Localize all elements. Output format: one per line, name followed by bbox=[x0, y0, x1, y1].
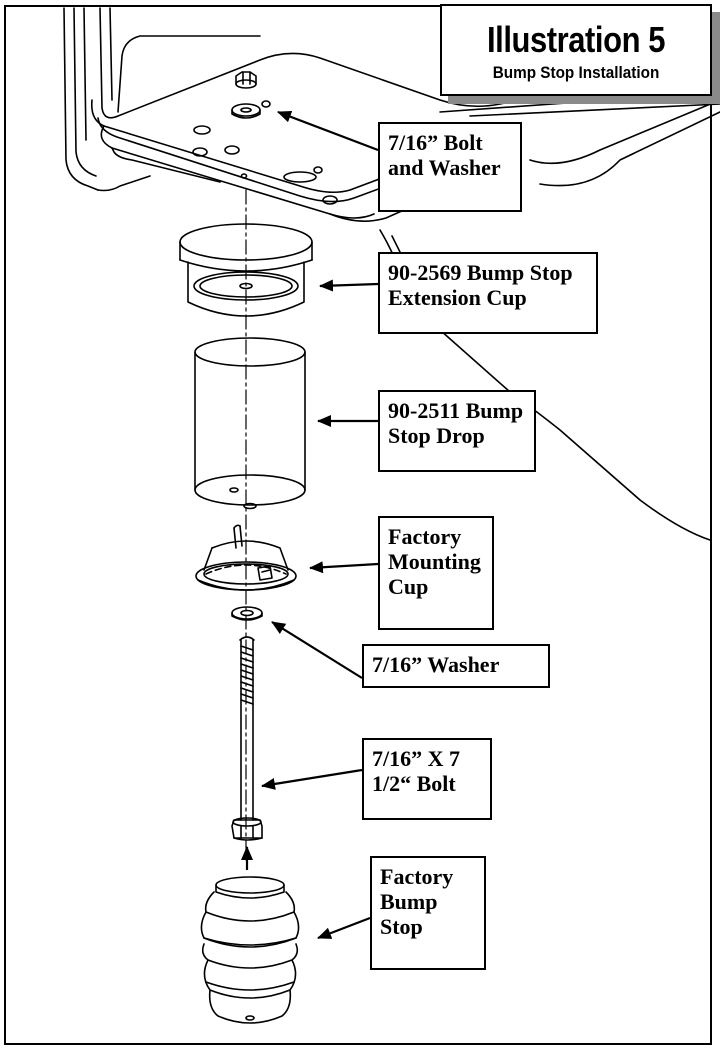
arrow-extension-cup bbox=[319, 279, 379, 292]
callout-bolt-washer: 7/16” Bolt and Washer bbox=[378, 122, 522, 212]
title-box: Illustration 5 Bump Stop Installation bbox=[440, 4, 712, 96]
arrow-washer bbox=[271, 621, 363, 679]
illustration-title: Illustration 5 bbox=[486, 19, 666, 60]
washer bbox=[231, 606, 263, 621]
arrow-mounting-cup bbox=[309, 561, 379, 574]
callout-factory-bump-stop: Factory Bump Stop bbox=[370, 856, 486, 970]
callout-washer: 7/16” Washer bbox=[362, 644, 550, 688]
callout-arrows bbox=[241, 110, 379, 940]
callout-bump-stop-drop: 90-2511 Bump Stop Drop bbox=[378, 390, 536, 472]
factory-bump-stop bbox=[200, 876, 300, 1024]
long-bolt bbox=[231, 636, 263, 841]
illustration-subtitle: Bump Stop Installation bbox=[492, 63, 660, 82]
callout-mounting-cup: Factory Mounting Cup bbox=[378, 516, 494, 630]
illustration-frame bbox=[4, 5, 712, 1045]
bump-stop-drop bbox=[194, 337, 306, 510]
arrow-bolt-washer bbox=[277, 110, 379, 152]
factory-mounting-cup bbox=[195, 524, 297, 591]
extension-cup bbox=[179, 223, 313, 317]
arrow-long-bolt bbox=[261, 768, 363, 790]
callout-extension-cup: 90-2569 Bump Stop Extension Cup bbox=[378, 252, 598, 334]
top-nut-and-washer bbox=[231, 71, 261, 119]
arrow-factory-bump-stop bbox=[317, 916, 371, 940]
callout-long-bolt: 7/16” X 7 1/2“ Bolt bbox=[362, 738, 492, 820]
